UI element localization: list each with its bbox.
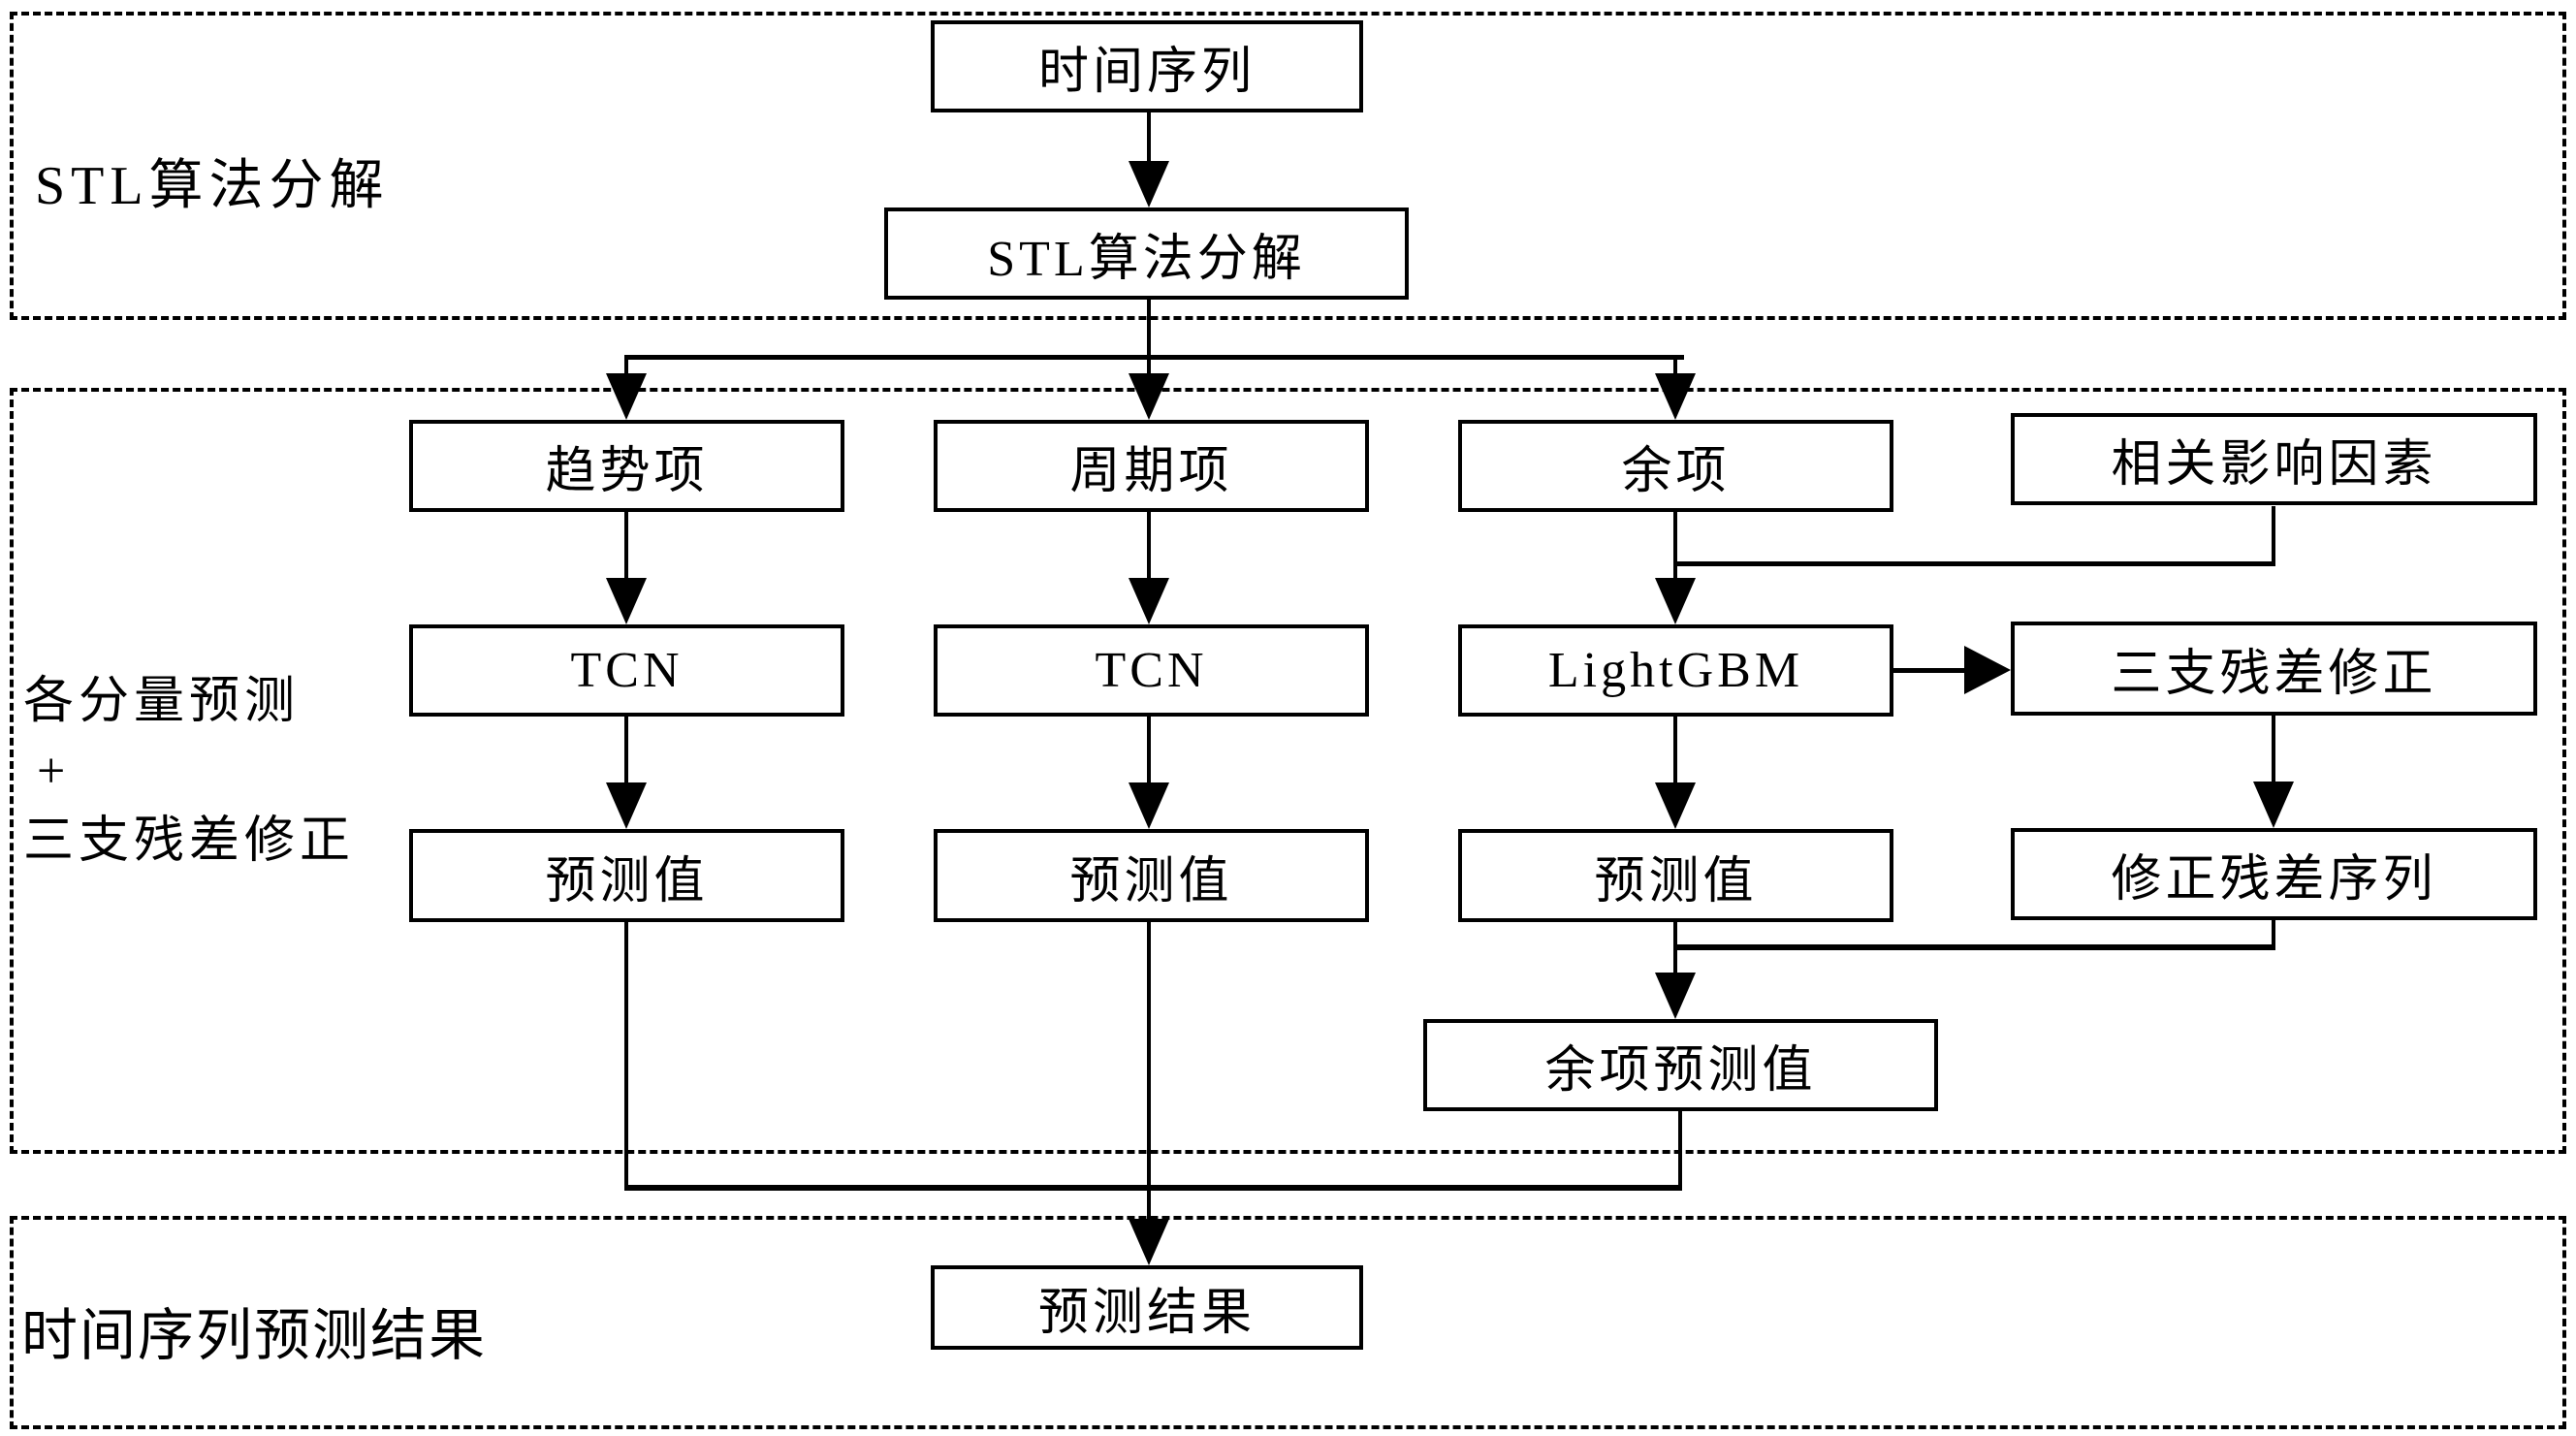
arrowhead-into-tcn-seasonal	[1129, 578, 1169, 624]
connector-splitter-seasonal	[1147, 357, 1151, 378]
connector-stl-splitter	[1147, 299, 1151, 359]
connector-corrected-series-down	[2272, 919, 2275, 948]
connector-factors-down	[2272, 506, 2275, 565]
connector-timeseries-stl	[1147, 112, 1151, 166]
arrowhead-into-prediction-result	[1129, 1219, 1169, 1265]
connector-splitter-horizontal	[624, 355, 1684, 360]
node-lightgbm: LightGBM	[1458, 624, 1893, 717]
node-corrected-residual-series: 修正残差序列	[2011, 828, 2537, 920]
section-label-component-prediction-line1: 各分量预测	[23, 674, 301, 729]
node-tcn-trend: TCN	[409, 624, 844, 717]
arrowhead-into-lightgbm	[1655, 578, 1696, 624]
section-label-final-result: 时间序列预测结果	[21, 1304, 488, 1367]
node-time-series: 时间序列	[931, 20, 1363, 112]
node-trend: 趋势项	[409, 420, 844, 512]
arrowhead-into-trend	[606, 373, 647, 420]
section-label-component-prediction: 各分量预测 + 三支残差修正	[23, 667, 355, 877]
connector-prediction-corrected-join	[1673, 944, 2275, 950]
connector-tcn-seasonal-prediction	[1147, 716, 1151, 785]
connector-lightgbm-prediction	[1673, 716, 1677, 785]
arrowhead-into-residual-prediction	[1655, 973, 1696, 1019]
connector-seasonal-tcn	[1147, 511, 1151, 582]
node-prediction-result: 预测结果	[931, 1265, 1363, 1350]
node-tcn-seasonal: TCN	[934, 624, 1369, 717]
arrowhead-into-seasonal-prediction	[1129, 782, 1169, 829]
arrowhead-into-seasonal	[1129, 373, 1169, 420]
connector-join-lightgbm	[1673, 561, 1677, 581]
connector-trend-prediction-merge	[624, 921, 628, 1191]
node-residual: 余项	[1458, 420, 1893, 512]
arrowhead-into-trend-prediction	[606, 782, 647, 829]
connector-trend-tcn	[624, 511, 628, 582]
section-label-component-prediction-line3: 三支残差修正	[23, 814, 356, 869]
node-residual-prediction: 余项预测值	[1423, 1019, 1938, 1111]
section-frame-component-prediction	[10, 388, 2566, 1154]
node-seasonal-prediction: 预测值	[934, 829, 1369, 922]
arrowhead-into-corrected-series	[2253, 782, 2294, 828]
section-label-component-prediction-line2: +	[37, 744, 71, 799]
node-stl-decompose: STL算法分解	[884, 207, 1409, 300]
connector-lightgbm-correction	[1892, 668, 1968, 673]
connector-join-residual-prediction	[1673, 944, 1677, 975]
connector-tcn-trend-prediction	[624, 716, 628, 785]
section-frame-stl-decomposition	[10, 12, 2566, 320]
section-label-stl-decomposition: STL算法分解	[35, 156, 390, 216]
arrowhead-into-residual-model-prediction	[1655, 782, 1696, 829]
node-related-factors: 相关影响因素	[2011, 413, 2537, 505]
connector-residual-model-prediction-down	[1673, 921, 1677, 948]
connector-seasonal-prediction-merge	[1147, 921, 1151, 1224]
connector-splitter-trend	[624, 357, 628, 378]
connector-merge-horizontal	[624, 1185, 1682, 1191]
arrowhead-into-tcn-trend	[606, 578, 647, 624]
connector-residual-factors-join	[1673, 561, 2275, 566]
node-residual-model-prediction: 预测值	[1458, 829, 1893, 922]
arrowhead-into-residual	[1655, 373, 1696, 420]
arrowhead-into-stl-decompose	[1129, 161, 1169, 207]
connector-splitter-residual	[1673, 357, 1677, 378]
node-three-way-residual-correction: 三支残差修正	[2011, 622, 2537, 716]
node-seasonal: 周期项	[934, 420, 1369, 512]
section-frame-final-result	[10, 1216, 2566, 1429]
node-trend-prediction: 预测值	[409, 829, 844, 922]
connector-correction-corrected-series	[2272, 715, 2275, 783]
arrowhead-into-three-way-correction	[1964, 646, 2011, 694]
connector-residual-prediction-merge	[1678, 1110, 1682, 1191]
connector-residual-down	[1673, 511, 1677, 565]
